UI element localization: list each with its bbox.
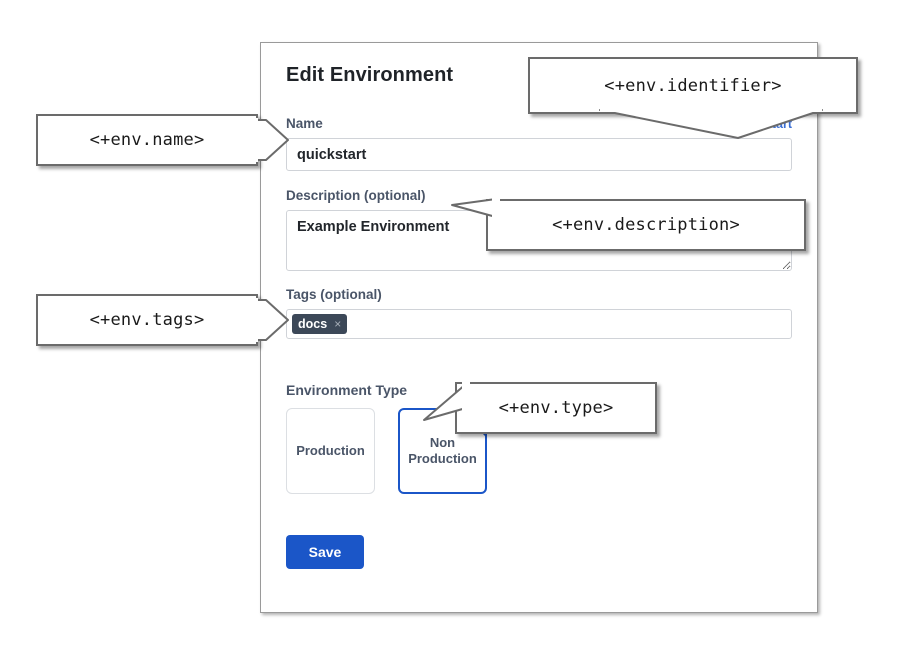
callout-env-identifier: <+env.identifier>	[528, 57, 858, 114]
callout-env-name: <+env.name>	[36, 114, 258, 166]
description-label-row: Description (optional)	[286, 187, 792, 204]
name-label-row: Name ID: quickstart	[286, 115, 792, 132]
environment-type-option-production[interactable]: Production	[286, 408, 375, 494]
close-icon[interactable]: ×	[334, 317, 342, 331]
non-production-label-line1: Non	[429, 435, 456, 450]
callout-env-identifier-text: <+env.identifier>	[604, 75, 782, 96]
id-prefix-label: ID:	[712, 117, 729, 131]
callout-env-name-text: <+env.name>	[89, 130, 205, 150]
edit-environment-panel: Edit Environment Name ID: quickstart Des…	[260, 42, 818, 613]
page-title: Edit Environment	[286, 64, 454, 86]
callout-env-description-text: <+env.description>	[552, 215, 740, 235]
callout-env-tags-text: <+env.tags>	[89, 310, 205, 330]
tag-chip-label: docs	[298, 317, 328, 331]
environment-type-label: Environment Type	[286, 382, 408, 398]
tag-chip[interactable]: docs ×	[292, 314, 348, 334]
non-production-card-label: Non Production	[404, 435, 481, 467]
tags-label-row: Tags (optional)	[286, 286, 792, 303]
tags-input[interactable]: docs ×	[286, 309, 792, 339]
field-name: Name ID: quickstart	[286, 115, 792, 171]
name-input[interactable]	[286, 138, 792, 171]
non-production-label-line2: Production	[408, 451, 477, 466]
callout-env-type: <+env.type>	[455, 382, 657, 434]
description-label: Description (optional)	[286, 188, 426, 203]
callout-env-type-text: <+env.type>	[498, 398, 614, 418]
callout-env-description: <+env.description>	[486, 199, 806, 251]
callout-env-tags: <+env.tags>	[36, 294, 258, 346]
production-card-label: Production	[296, 443, 365, 458]
environment-type-options: Production Non Production ✓	[286, 408, 792, 494]
environment-type-section: Environment Type Production Non Producti…	[286, 381, 792, 494]
environment-id-display: ID: quickstart	[712, 116, 792, 132]
tags-label: Tags (optional)	[286, 287, 382, 302]
save-button[interactable]: Save	[286, 535, 364, 569]
environment-id-link[interactable]: quickstart	[732, 117, 792, 131]
panel-content: Edit Environment Name ID: quickstart Des…	[286, 63, 792, 569]
field-tags: Tags (optional) docs ×	[286, 286, 792, 339]
name-label: Name	[286, 116, 323, 131]
